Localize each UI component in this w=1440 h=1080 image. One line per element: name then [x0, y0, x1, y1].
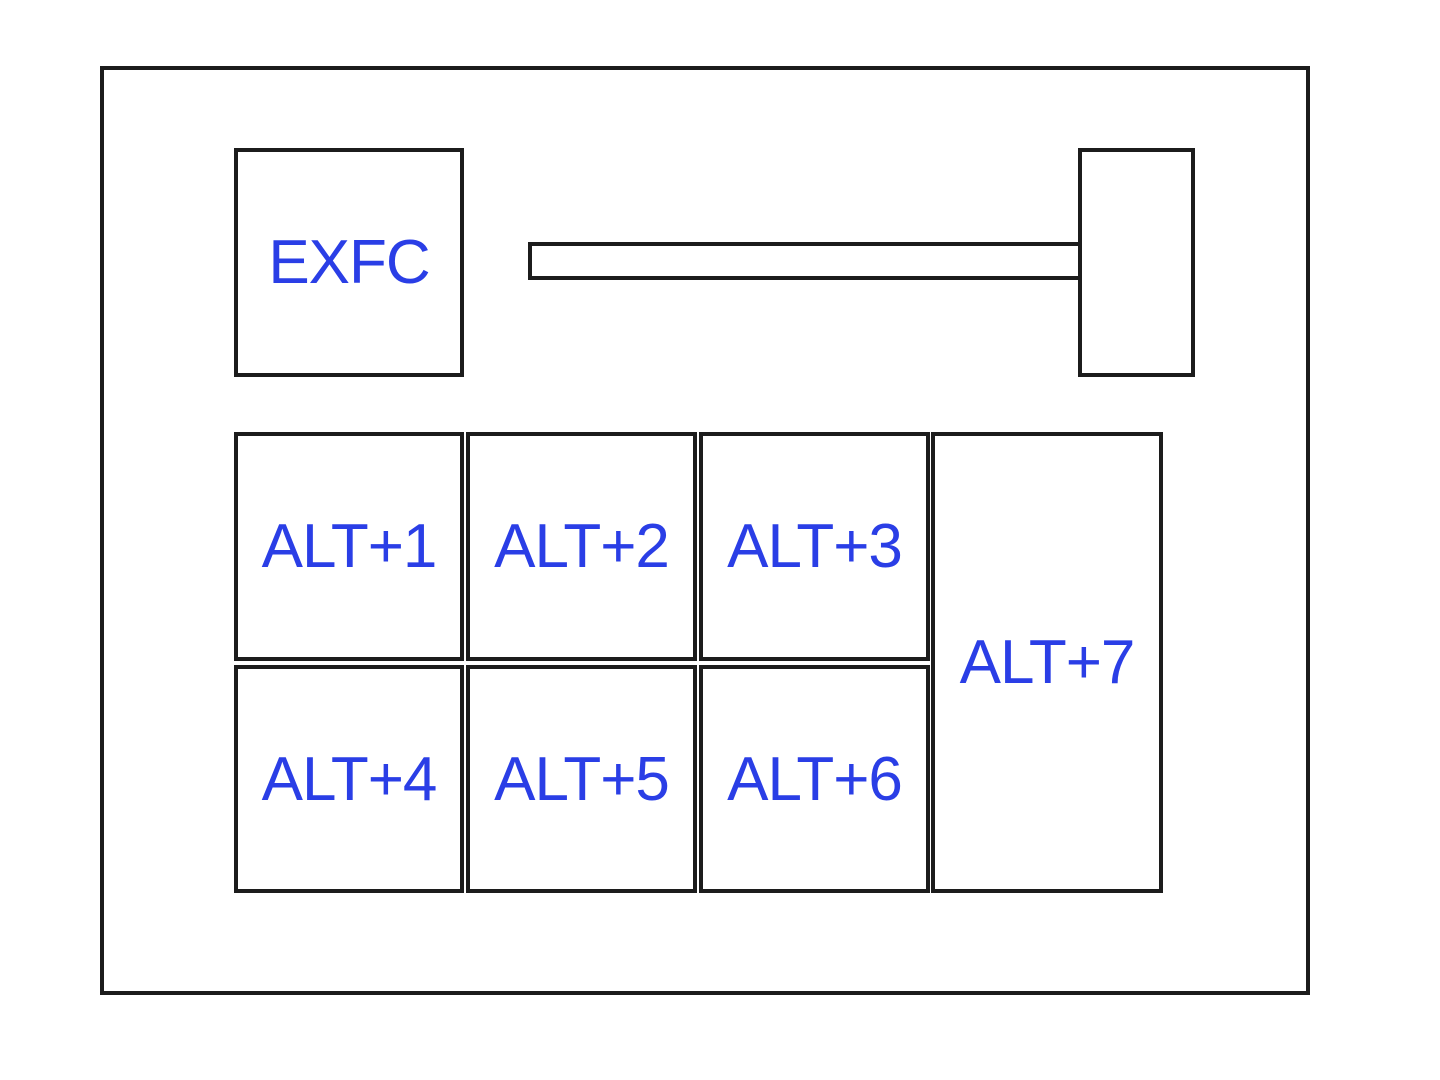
alt-3-key[interactable]: ALT+3 — [699, 432, 930, 661]
alt-4-key-label: ALT+4 — [261, 744, 438, 814]
exfc-key[interactable]: EXFC — [234, 148, 464, 377]
exfc-key-label: EXFC — [268, 228, 430, 297]
alt-3-key-label: ALT+3 — [727, 512, 903, 581]
alt-5-key[interactable]: ALT+5 — [466, 665, 697, 893]
alt-5-key-label: ALT+5 — [494, 744, 670, 814]
alt-2-key[interactable]: ALT+2 — [466, 432, 697, 661]
alt-4-key[interactable]: ALT+4 — [234, 665, 464, 893]
alt-6-key-label: ALT+6 — [727, 744, 903, 814]
alt-7-key[interactable]: ALT+7 — [931, 432, 1163, 893]
alt-1-key-label: ALT+1 — [261, 512, 438, 581]
alt-1-key[interactable]: ALT+1 — [234, 432, 464, 661]
fader-track[interactable] — [528, 242, 1084, 280]
control-panel-outline — [100, 66, 1310, 995]
alt-7-key-label: ALT+7 — [959, 628, 1136, 697]
alt-2-key-label: ALT+2 — [494, 512, 670, 581]
fader-handle[interactable] — [1078, 148, 1195, 377]
alt-6-key[interactable]: ALT+6 — [699, 665, 930, 893]
